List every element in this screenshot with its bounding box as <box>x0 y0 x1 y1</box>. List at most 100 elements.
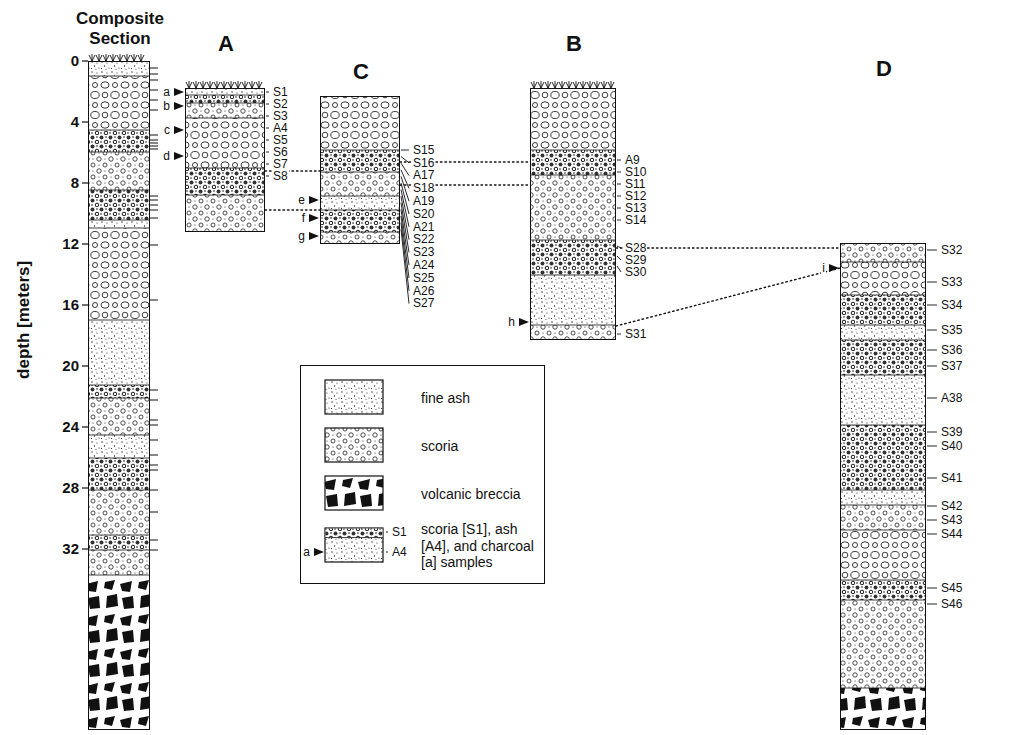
layer-boundary <box>325 537 383 538</box>
stratigraphic-column: B <box>530 88 616 340</box>
vegetation-mark <box>103 54 109 61</box>
sample-number: A4 <box>272 122 289 135</box>
rock-layer <box>88 490 150 535</box>
sample-leader <box>401 163 409 175</box>
rock-layer <box>88 575 150 730</box>
layer-boundary <box>88 398 150 399</box>
layer-boundary <box>88 535 150 536</box>
sample-number: S27 <box>412 297 435 310</box>
layer-boundary <box>840 340 926 341</box>
vegetation-mark <box>138 54 144 61</box>
layer-boundary <box>530 275 616 276</box>
vegetation-mark <box>594 81 600 88</box>
vegetation-mark <box>559 81 565 88</box>
sample-number: S43 <box>940 514 963 527</box>
rock-layer <box>185 168 265 195</box>
depth-value: 12 <box>61 236 80 252</box>
sample-leader <box>927 432 937 433</box>
sample-number: S40 <box>940 440 963 453</box>
sample-number: S18 <box>412 182 435 195</box>
sample-leader <box>927 250 937 251</box>
layer-boundary <box>530 325 616 326</box>
sample-leader <box>401 223 409 291</box>
sample-leader <box>617 160 621 161</box>
depth-value: 8 <box>70 175 80 191</box>
depth-value: 32 <box>61 541 80 557</box>
vegetation-mark <box>117 54 123 61</box>
charcoal-sample-letter: c <box>163 124 171 137</box>
layer-boundary <box>840 262 926 263</box>
sample-tick <box>150 550 158 551</box>
sample-number: S39 <box>940 426 963 439</box>
vegetation-mark <box>131 54 137 61</box>
sample-number: S45 <box>940 582 963 595</box>
layer-boundary <box>320 172 400 173</box>
charcoal-sample-letter: a <box>302 546 311 559</box>
layer-boundary <box>88 575 150 576</box>
section-column-fill <box>530 88 616 340</box>
sample-leader <box>617 172 621 173</box>
sample-tick <box>150 540 158 541</box>
stratigraphic-column: D <box>840 243 926 730</box>
rock-layer <box>320 150 400 172</box>
sample-number: A4 <box>391 546 408 559</box>
rock-layer <box>840 375 926 425</box>
sample-leader <box>266 104 269 105</box>
sample-tick <box>150 149 158 150</box>
charcoal-marker <box>174 102 184 110</box>
rock-layer <box>320 232 400 244</box>
sample-number: S11 <box>624 178 646 191</box>
rock-layer <box>88 220 150 228</box>
sample-tick <box>150 146 158 147</box>
stratigraphic-column: Composite Section <box>88 61 150 730</box>
sample-leader <box>617 266 621 272</box>
vegetation-mark <box>193 81 199 88</box>
layer-boundary <box>530 150 616 151</box>
layer-boundary <box>320 210 400 211</box>
sample-leader <box>617 334 621 335</box>
layer-boundary <box>840 688 926 689</box>
vegetation-mark <box>89 54 95 61</box>
sample-number: S37 <box>940 360 963 373</box>
sample-leader <box>927 282 937 283</box>
vegetation-mark <box>531 81 537 88</box>
sample-leader <box>266 164 269 165</box>
vegetation-mark <box>200 81 206 88</box>
sample-number: S28 <box>624 242 647 255</box>
sample-tick <box>150 425 158 426</box>
sample-leader <box>617 256 621 260</box>
rock-layer <box>88 385 150 398</box>
rock-layer <box>840 325 926 340</box>
sample-number: S42 <box>940 500 963 513</box>
sample-number: S3 <box>272 110 289 123</box>
rock-layer <box>88 320 150 385</box>
rock-layer <box>530 325 616 340</box>
sample-tick <box>150 205 158 206</box>
layer-boundary <box>840 425 926 426</box>
sample-leader <box>401 150 409 151</box>
legend-text: fine ash <box>421 390 539 407</box>
vegetation-mark <box>566 81 572 88</box>
sample-leader <box>927 604 937 605</box>
sample-number: A38 <box>940 392 963 405</box>
vegetation-mark <box>96 54 102 61</box>
correlation-line <box>265 209 320 210</box>
sample-number: S10 <box>624 166 647 179</box>
charcoal-marker <box>309 232 319 240</box>
section-column-fill <box>185 88 265 232</box>
layer-boundary <box>185 103 265 104</box>
rock-layer <box>88 130 150 152</box>
sample-number: S14 <box>624 214 647 227</box>
layer-boundary <box>840 325 926 326</box>
legend-swatch <box>325 380 383 414</box>
rock-layer <box>88 398 150 435</box>
vegetation-mark <box>228 81 234 88</box>
charcoal-sample-letter: g <box>297 230 306 243</box>
charcoal-sample-letter: e <box>297 194 306 207</box>
legend-scoria-band <box>326 529 383 538</box>
sample-number: S29 <box>624 254 647 267</box>
stratigraphic-column: A <box>185 88 265 232</box>
layer-boundary <box>88 220 150 221</box>
sample-tick <box>150 390 158 391</box>
rock-layer <box>88 535 150 550</box>
